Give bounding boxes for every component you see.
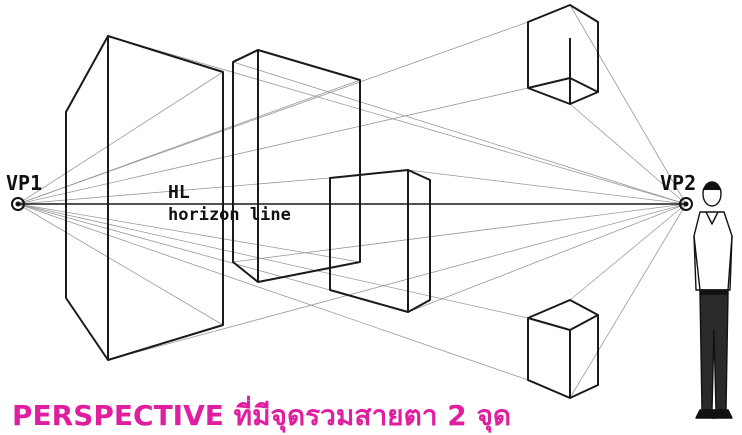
- figure-trousers: [699, 293, 729, 411]
- figure-arm: [693, 235, 700, 291]
- vp2-line: [407, 169, 687, 205]
- diagram-title: PERSPECTIVE ที่มีจุดรวมสายตา 2 จุด: [12, 395, 511, 433]
- vp2-line: [232, 203, 687, 263]
- vp2-line: [569, 203, 687, 301]
- vp2-line: [107, 203, 687, 361]
- vp2-line: [569, 103, 687, 205]
- vp2-line: [407, 203, 687, 313]
- upper-cube-edge: [527, 77, 571, 89]
- vp1-line: [17, 203, 529, 319]
- vp2-line: [107, 35, 687, 205]
- vp1-line: [17, 87, 529, 205]
- hl-label: HL: [168, 182, 190, 203]
- central-cube: [329, 169, 431, 313]
- lower-right-cube: [527, 299, 599, 399]
- vp1-line: [17, 71, 224, 205]
- vp2-line: [569, 203, 687, 399]
- upper-right-cube: [527, 4, 599, 105]
- vp2-line: [569, 4, 687, 205]
- vp1-line: [17, 203, 331, 291]
- vp1-line: [17, 203, 529, 381]
- vp1-line: [17, 203, 224, 326]
- vp2-marker: [679, 197, 693, 211]
- vp1-marker: [11, 197, 25, 211]
- vp2-label: VP2: [660, 171, 696, 195]
- vp1-line: [17, 177, 331, 205]
- vp1-label: VP1: [6, 171, 42, 195]
- figure-shoe: [711, 409, 733, 419]
- horizon-line-label: horizon line: [168, 205, 291, 225]
- tall-block: [232, 49, 361, 283]
- figure-torso: [693, 211, 733, 291]
- figure-collar: [705, 211, 719, 225]
- vp1-line: [17, 21, 529, 205]
- vanishing-lines: [17, 4, 687, 399]
- figure-hair: [702, 182, 722, 191]
- upper-cube-edge: [569, 77, 599, 93]
- lower-cube-edge: [569, 314, 599, 331]
- lower-cube-edge: [527, 317, 571, 331]
- vp2-line: [232, 61, 687, 205]
- standing-figure: [693, 181, 733, 419]
- tall-block-top: [232, 49, 259, 63]
- objects: [65, 4, 599, 399]
- vp1-line: [17, 203, 361, 263]
